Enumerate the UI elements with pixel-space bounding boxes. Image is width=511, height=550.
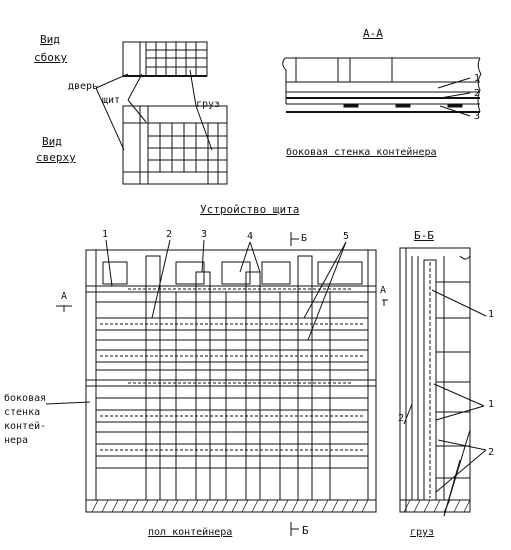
side-view-label-line1: Вид xyxy=(40,33,60,46)
cut-b-bottom-label: Б xyxy=(302,524,309,537)
main-callout-2: 2 xyxy=(166,229,173,240)
cargo-label: груз xyxy=(196,99,221,110)
floor-label: пол контейнера xyxy=(148,527,233,538)
bb-callout-1a: 1 xyxy=(488,309,495,320)
aa-callout-2: 2 xyxy=(474,88,481,99)
cut-b-top-label: Б xyxy=(301,233,308,244)
shield-label: щит xyxy=(102,95,121,106)
cut-a-right-label: А xyxy=(380,285,387,296)
main-callout-5: 5 xyxy=(343,231,350,242)
bb-callout-1b: 1 xyxy=(488,399,495,410)
top-view-sketch xyxy=(122,105,228,185)
main-callout-1: 1 xyxy=(102,229,109,240)
side-wall-label: боковая стенка контейнера xyxy=(286,147,437,158)
side-wall-stack-line3: контей- xyxy=(4,421,47,432)
side-view-label-line2: сбоку xyxy=(34,51,68,64)
aa-callout-1: 1 xyxy=(474,73,481,84)
section-aa-title: А-А xyxy=(363,27,383,40)
leader-lines-views xyxy=(95,69,213,151)
cut-a-left-label: А xyxy=(61,291,68,302)
side-wall-stack-line1: боковая xyxy=(4,393,47,404)
section-bb-title: Б-Б xyxy=(414,229,434,242)
device-title: Устройство щита xyxy=(200,203,300,216)
aa-callout-3: 3 xyxy=(474,111,481,122)
side-wall-stack-line4: нера xyxy=(4,435,29,446)
shield-device-sketch xyxy=(45,232,388,536)
cargo-bottom-label: груз xyxy=(410,527,435,538)
top-view-label-line2: сверху xyxy=(36,151,76,164)
main-callout-3: 3 xyxy=(201,229,208,240)
door-label: дверь xyxy=(68,81,99,92)
bb-callout-2a: 2 xyxy=(398,413,405,424)
side-wall-stack-line2: стенка xyxy=(4,407,41,418)
section-bb-sketch xyxy=(399,247,487,517)
side-view-sketch xyxy=(122,41,208,77)
top-view-label-line1: Вид xyxy=(42,135,62,148)
section-aa-sketch xyxy=(282,57,482,117)
main-callout-4: 4 xyxy=(247,231,254,242)
bb-callout-2b: 2 xyxy=(488,447,495,458)
